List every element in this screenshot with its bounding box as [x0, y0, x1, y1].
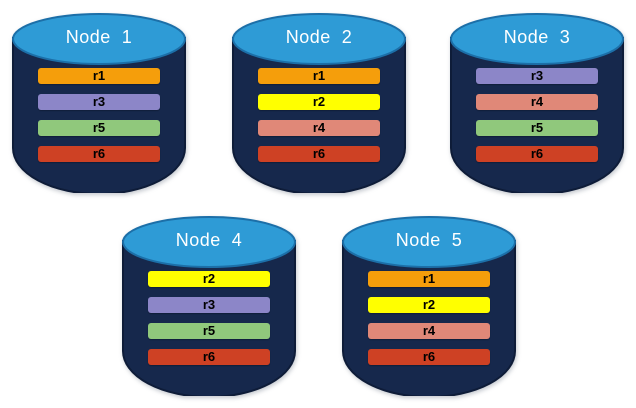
- replica-label: r2: [422, 297, 436, 312]
- replica-label: r5: [92, 120, 106, 135]
- replica-label: r6: [92, 146, 106, 161]
- replica-label: r5: [202, 323, 216, 338]
- replica-label: r1: [92, 68, 106, 83]
- replica-label: r3: [530, 68, 544, 83]
- replica-label: r6: [422, 349, 436, 364]
- replica-list: r1 r3 r5 r6: [38, 68, 160, 162]
- replica-label: r4: [312, 120, 326, 135]
- replica-bar[interactable]: r1: [368, 271, 490, 287]
- replica-bar[interactable]: r4: [476, 94, 598, 110]
- replica-bar[interactable]: r6: [38, 146, 160, 162]
- replica-list: r3 r4 r5 r6: [476, 68, 598, 162]
- replica-bar[interactable]: r2: [148, 271, 270, 287]
- replica-bar[interactable]: r3: [38, 94, 160, 110]
- replica-bar[interactable]: r1: [38, 68, 160, 84]
- replica-list: r1 r2 r4 r6: [368, 271, 490, 365]
- replica-label: r4: [530, 94, 544, 109]
- replica-label: r4: [422, 323, 436, 338]
- cylinder-top-ellipse: [342, 216, 516, 268]
- replica-label: r6: [312, 146, 326, 161]
- replica-bar[interactable]: r5: [476, 120, 598, 136]
- replica-bar[interactable]: r6: [148, 349, 270, 365]
- replica-bar[interactable]: r6: [476, 146, 598, 162]
- replica-label: r1: [422, 271, 436, 286]
- cylinder-top-ellipse: [12, 13, 186, 65]
- replica-bar[interactable]: r4: [258, 120, 380, 136]
- replica-label: r5: [530, 120, 544, 135]
- replica-label: r2: [312, 94, 326, 109]
- replica-bar[interactable]: r5: [148, 323, 270, 339]
- replica-bar[interactable]: r6: [368, 349, 490, 365]
- replica-bar[interactable]: r5: [38, 120, 160, 136]
- replica-label: r3: [92, 94, 106, 109]
- replica-bar[interactable]: r4: [368, 323, 490, 339]
- replica-bar[interactable]: r3: [476, 68, 598, 84]
- replica-list: r2 r3 r5 r6: [148, 271, 270, 365]
- replica-label: r6: [530, 146, 544, 161]
- replica-label: r3: [202, 297, 216, 312]
- replica-label: r2: [202, 271, 216, 286]
- replica-label: r6: [202, 349, 216, 364]
- replica-list: r1 r2 r4 r6: [258, 68, 380, 162]
- cylinder-top-ellipse: [232, 13, 406, 65]
- replica-bar[interactable]: r2: [368, 297, 490, 313]
- replica-bar[interactable]: r2: [258, 94, 380, 110]
- replica-label: r1: [312, 68, 326, 83]
- replica-bar[interactable]: r1: [258, 68, 380, 84]
- cylinder-top-ellipse: [450, 13, 624, 65]
- cylinder-top-ellipse: [122, 216, 296, 268]
- replica-bar[interactable]: r3: [148, 297, 270, 313]
- replica-bar[interactable]: r6: [258, 146, 380, 162]
